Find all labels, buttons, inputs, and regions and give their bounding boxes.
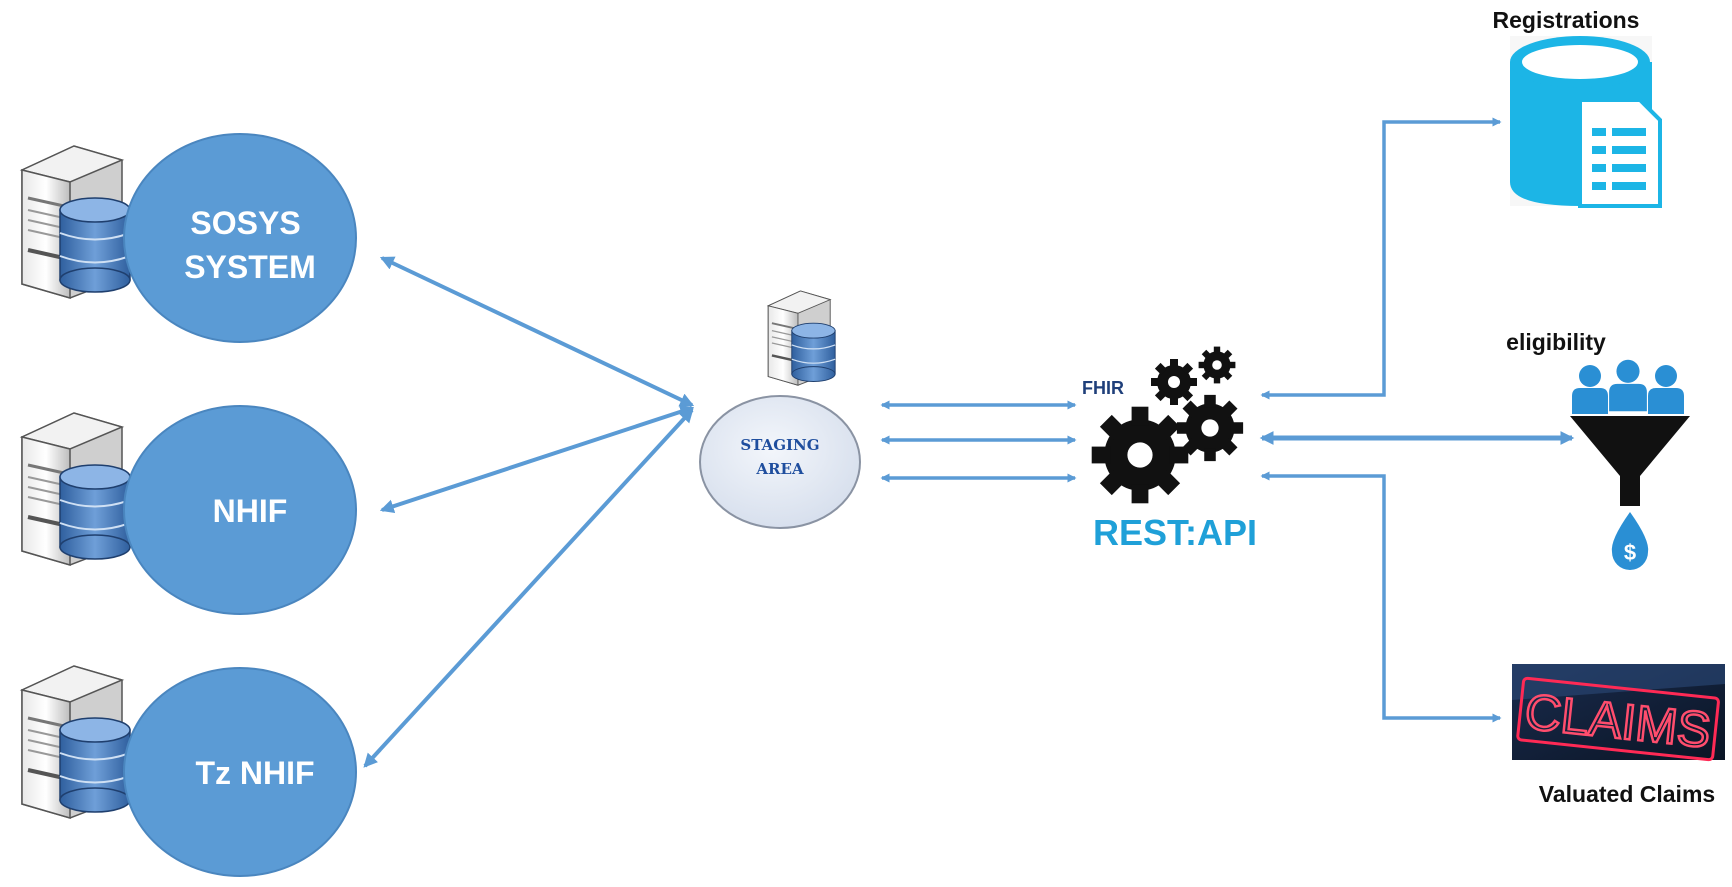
sosys-label-line1: SOSYS <box>190 205 300 241</box>
rest-api-node: FHIR REST:API <box>1082 346 1257 553</box>
eligibility-node: eligibility $ <box>1506 329 1690 570</box>
claims-node: CLAIMS Valuated Claims <box>1512 664 1725 807</box>
right-connectors <box>1259 117 1575 723</box>
staging-area-node: STAGING AREA <box>699 289 861 529</box>
server-database-icon <box>20 411 132 567</box>
valuated-claims-label: Valuated Claims <box>1539 781 1715 807</box>
registrations-node: Registrations <box>1493 7 1662 208</box>
api-claims-arrow <box>1260 471 1502 723</box>
rest-api-label: REST:API <box>1093 512 1257 553</box>
nhif-node: NHIF <box>20 405 357 615</box>
server-database-icon <box>766 289 837 387</box>
staging-label-line1: STAGING <box>740 436 819 454</box>
database-document-icon <box>1510 36 1662 208</box>
server-database-icon <box>20 664 132 820</box>
api-registrations-arrow <box>1260 117 1502 400</box>
nhif-label: NHIF <box>213 493 288 529</box>
tz-nhif-label: Tz NHIF <box>195 755 314 791</box>
sosys-staging-arrow <box>379 256 695 407</box>
tz-nhif-staging-arrow <box>363 408 694 768</box>
svg-text:SOSYS SYSTEM: SOSYS SYSTEM <box>184 205 316 285</box>
fhir-label: FHIR <box>1082 378 1124 398</box>
gears-icon <box>1091 346 1244 504</box>
staging-label-line2: AREA <box>755 460 804 478</box>
staging-api-connectors <box>880 400 1077 483</box>
claims-neon-sign-icon: CLAIMS <box>1512 664 1725 762</box>
svg-text:$: $ <box>1624 540 1636 565</box>
eligibility-label: eligibility <box>1506 329 1606 355</box>
server-database-icon <box>20 144 132 300</box>
people-funnel-dollar-icon: $ <box>1570 359 1690 570</box>
tz-nhif-node: Tz NHIF <box>20 664 357 877</box>
left-connectors <box>363 256 695 768</box>
sosys-system-node: SOSYS SYSTEM <box>20 133 357 343</box>
registrations-label: Registrations <box>1493 7 1640 33</box>
sosys-label-line2: SYSTEM <box>184 249 316 285</box>
